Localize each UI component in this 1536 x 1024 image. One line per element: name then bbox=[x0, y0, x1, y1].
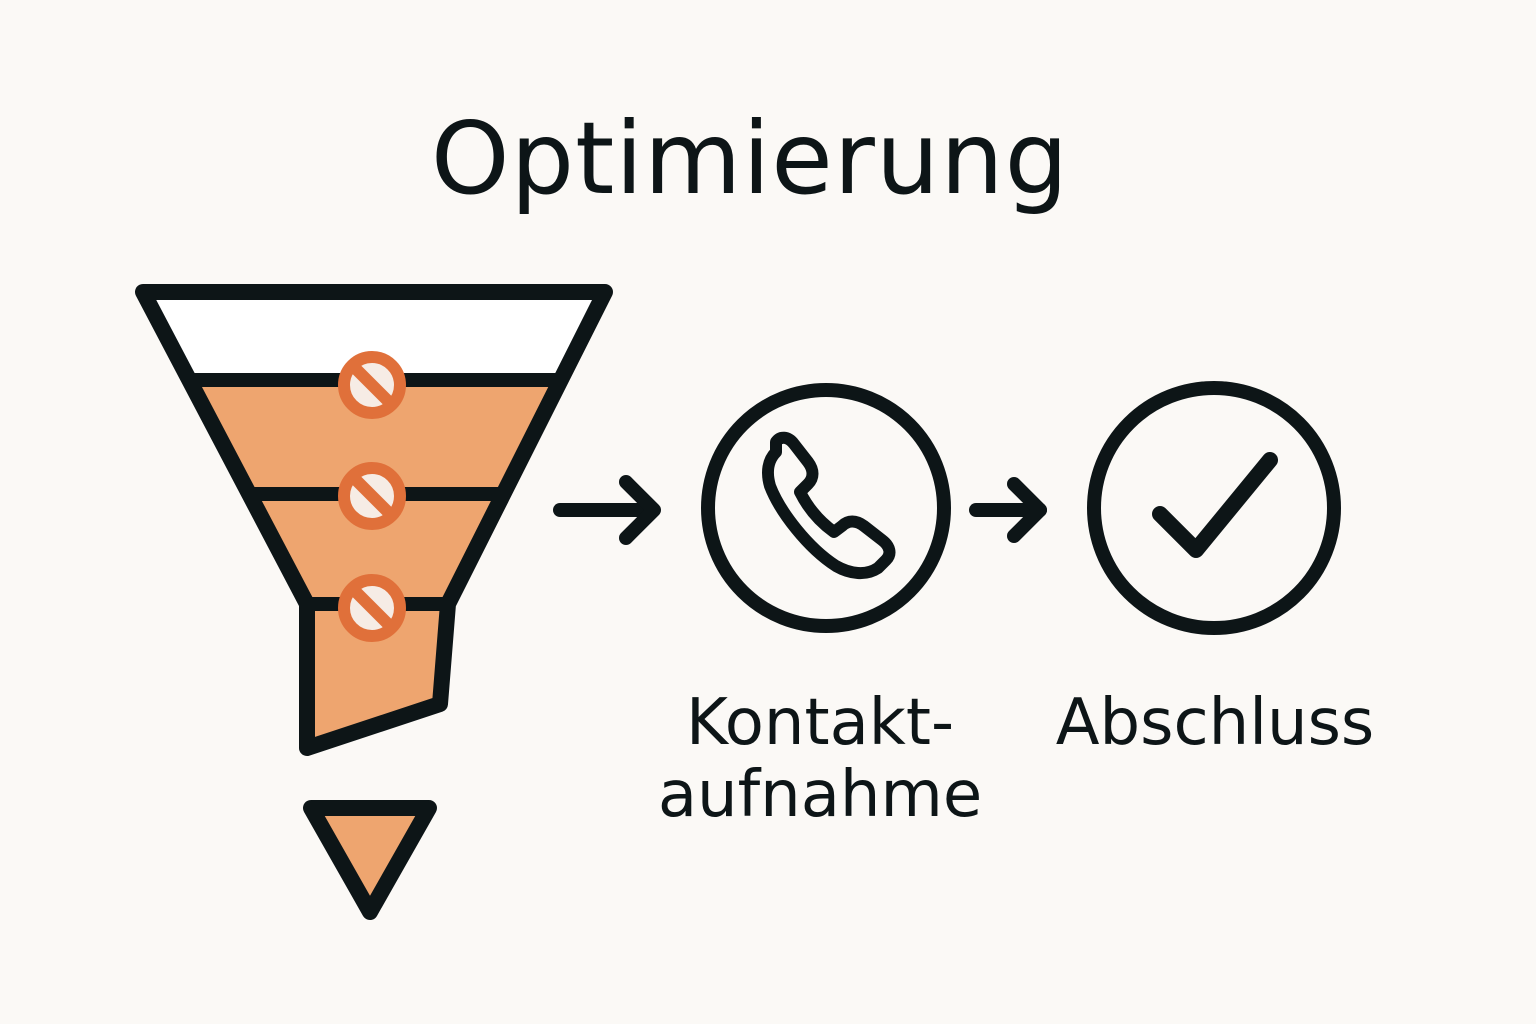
close-circle bbox=[1087, 381, 1341, 635]
close-label: Abschluss bbox=[1000, 686, 1430, 760]
checkmark-icon bbox=[1152, 452, 1278, 558]
blocked-icon bbox=[338, 574, 406, 642]
contact-circle bbox=[701, 383, 951, 633]
arrow-right-icon bbox=[553, 475, 661, 545]
contact-label: Kontakt- aufnahme bbox=[620, 686, 1020, 832]
contact-label-line1: Kontakt- bbox=[685, 686, 955, 760]
funnel-layer-3 bbox=[248, 494, 500, 604]
phone-icon bbox=[762, 431, 896, 579]
funnel-layer-2 bbox=[187, 380, 558, 494]
diagram-title: Optimierung bbox=[430, 100, 1070, 217]
contact-label-line2: aufnahme bbox=[657, 757, 983, 832]
arrow-right-icon bbox=[969, 477, 1047, 543]
sales-funnel bbox=[135, 284, 613, 756]
funnel-output-triangle-icon bbox=[303, 800, 437, 920]
funnel-layer-top bbox=[143, 292, 605, 380]
contact-step bbox=[701, 383, 951, 633]
close-step bbox=[1087, 381, 1341, 635]
blocked-icon bbox=[338, 462, 406, 530]
blocked-icon bbox=[338, 351, 406, 419]
close-label-text: Abschluss bbox=[1055, 686, 1375, 760]
